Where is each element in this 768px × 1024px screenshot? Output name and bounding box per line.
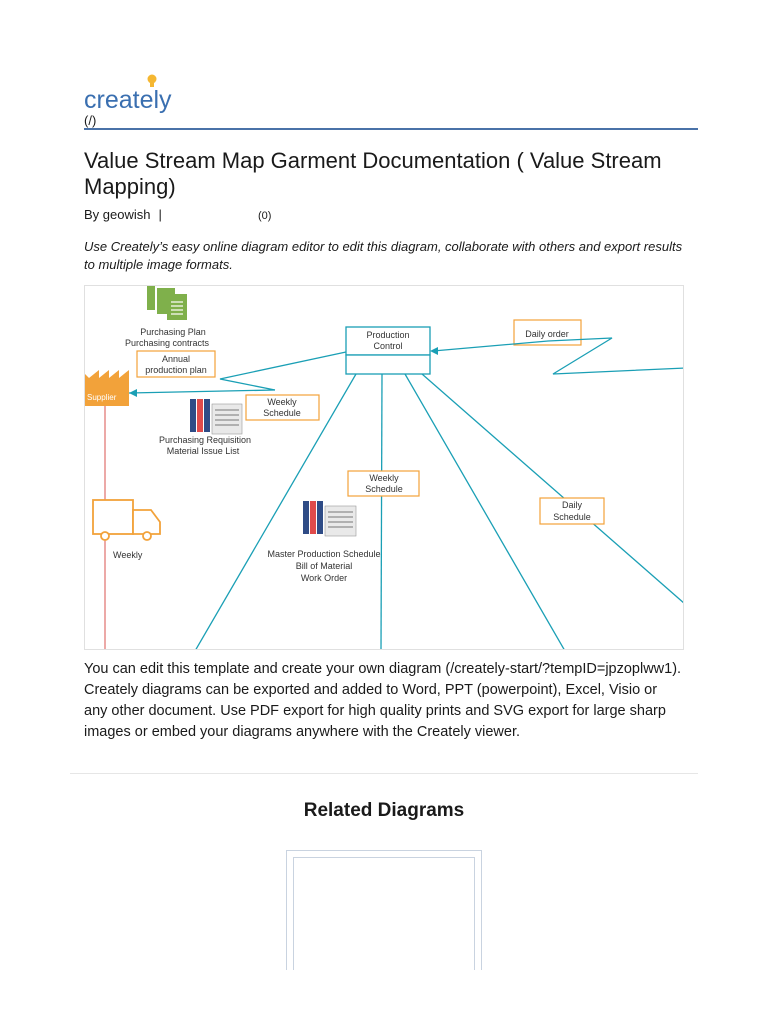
- comment-count[interactable]: (0): [258, 210, 272, 222]
- purchasing-requisition-label: Purchasing Requisition: [159, 435, 251, 445]
- daily-schedule-line2: Schedule: [553, 512, 591, 522]
- annual-plan-box: [136, 350, 216, 378]
- value-stream-map: Purchasing Plan Purchasing contracts Ann…: [85, 286, 683, 649]
- truck-weekly-label: Weekly: [113, 550, 143, 560]
- intro-text: Use Creately’s easy online diagram edito…: [84, 239, 683, 272]
- annual-label-line1: Annual: [162, 354, 190, 364]
- document-stack-icon: [147, 286, 187, 320]
- weekly-schedule-box-2: [347, 470, 420, 497]
- production-control-line2: Control: [373, 341, 402, 351]
- diagram-preview[interactable]: Purchasing Plan Purchasing contracts Ann…: [84, 285, 684, 650]
- purchasing-plan-label: Purchasing Plan: [140, 327, 206, 337]
- production-control-base: [345, 354, 431, 375]
- truck-icon: [92, 499, 161, 541]
- production-control-line1: Production: [366, 330, 409, 340]
- supplier-label: Supplier: [87, 393, 117, 402]
- purchasing-contracts-label: Purchasing contracts: [125, 338, 210, 348]
- daily-order-label: Daily order: [525, 329, 569, 339]
- master-production-schedule-label: Master Production Schedule: [267, 549, 380, 559]
- creately-logo[interactable]: creately: [84, 70, 194, 116]
- template-description: You can edit this template and create yo…: [84, 661, 682, 740]
- production-control-box: [345, 326, 431, 356]
- site-header: creately (/): [84, 70, 698, 130]
- annual-label-line2: production plan: [145, 365, 207, 375]
- daily-schedule-line1: Daily: [562, 500, 583, 510]
- lightbulb-icon: [147, 74, 157, 87]
- daily-schedule-box: [539, 497, 605, 525]
- bill-of-material-label: Bill of Material: [296, 561, 353, 571]
- factory-icon: [85, 370, 129, 406]
- byline: By geowish |: [84, 207, 162, 222]
- weekly-schedule-1-line2: Schedule: [263, 408, 301, 418]
- weekly-schedule-box-1: [245, 394, 320, 421]
- weekly-schedule-2-line2: Schedule: [365, 484, 403, 494]
- information-flow-lines: [128, 337, 683, 649]
- byline-separator: |: [158, 207, 162, 222]
- author-link[interactable]: By geowish: [84, 207, 151, 222]
- material-issue-list-label: Material Issue List: [167, 446, 240, 456]
- work-order-label: Work Order: [301, 573, 347, 583]
- related-diagrams-heading: Related Diagrams: [303, 800, 465, 821]
- page-title: Value Stream Map Garment Documentation (…: [84, 148, 662, 199]
- binders-icon: [303, 501, 357, 537]
- logo-text: creately: [84, 86, 172, 114]
- binders-icon: [190, 399, 243, 435]
- related-diagram-thumbnail: [293, 857, 475, 970]
- weekly-schedule-1-line1: Weekly: [267, 397, 297, 407]
- section-divider: [70, 773, 698, 774]
- related-diagram-card[interactable]: [286, 850, 482, 970]
- logo-home-link[interactable]: (/): [84, 113, 97, 128]
- weekly-schedule-2-line1: Weekly: [369, 473, 399, 483]
- logo-graphic: creately: [84, 74, 172, 114]
